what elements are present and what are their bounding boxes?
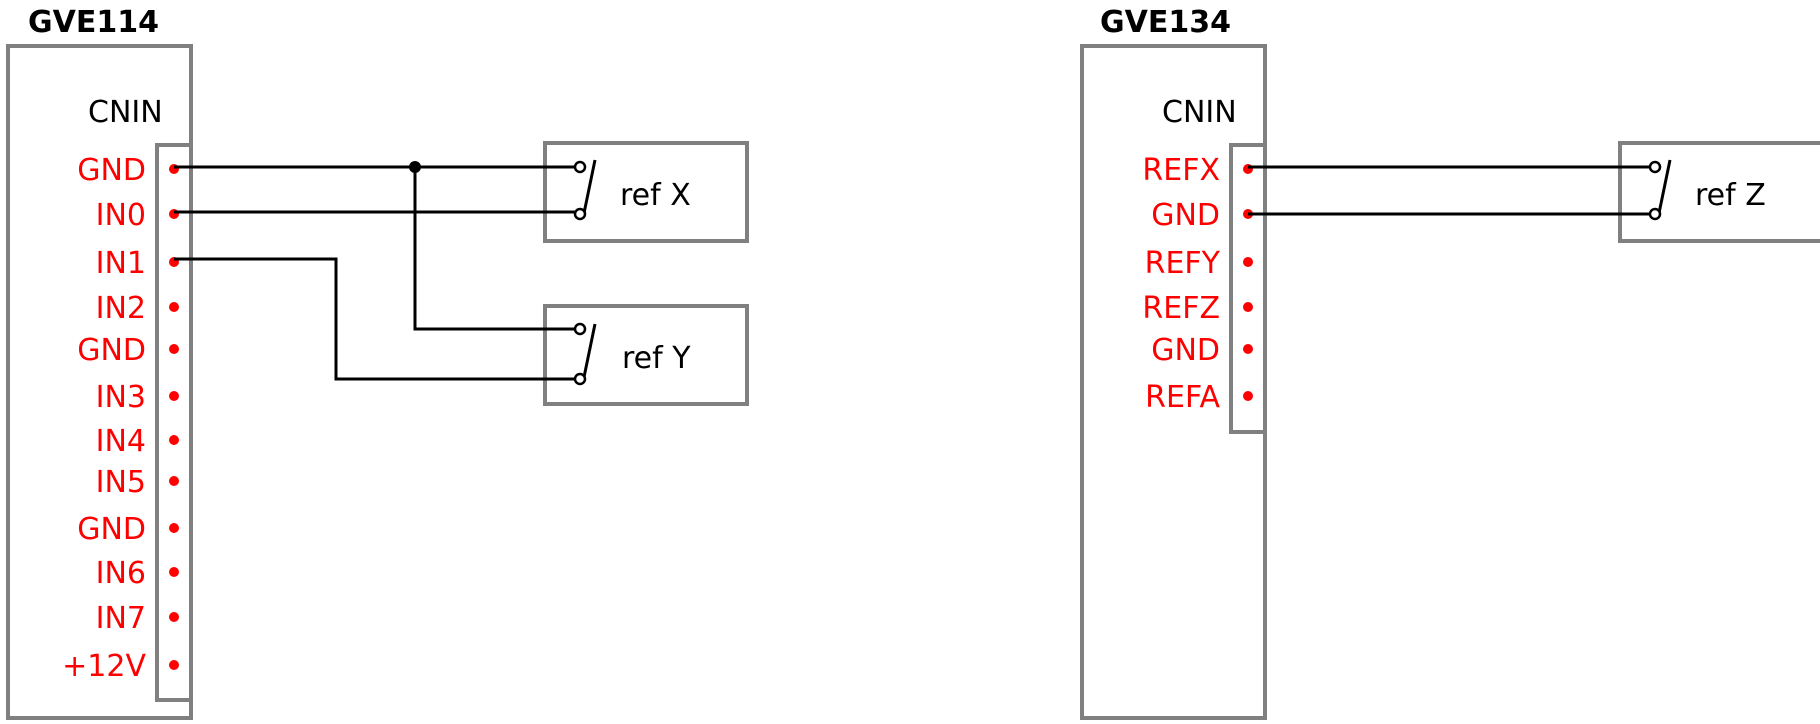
board-gve114: GVE114 CNIN GNDIN0IN1IN2GNDIN3IN4IN5GNDI… — [6, 5, 193, 720]
switch-contact — [1648, 160, 1662, 174]
pin-terminal — [1243, 344, 1253, 354]
pin-label: IN3 — [96, 380, 146, 415]
wire-gnd-ref-y — [413, 167, 575, 331]
pin-label: GND — [1151, 198, 1220, 233]
switch-contact — [573, 207, 587, 221]
switch-ref-y: ref Y — [543, 304, 749, 406]
pin-label: GND — [77, 512, 146, 547]
wire-in1-ref-y — [174, 257, 575, 381]
connector-block — [155, 143, 193, 702]
switch-label: ref Y — [622, 341, 691, 376]
switch-contact — [573, 372, 587, 386]
pin-label: +12V — [62, 649, 146, 684]
pin-label: IN0 — [96, 198, 146, 233]
pin-terminal — [169, 391, 179, 401]
pin-terminal — [1243, 257, 1253, 267]
pin-terminal — [169, 476, 179, 486]
pin-terminal — [169, 344, 179, 354]
pin-label: GND — [1151, 333, 1220, 368]
pin-terminal — [169, 302, 179, 312]
pin-list: REFX GND REFY REFZ GND REFA — [1142, 153, 1253, 415]
switch-box — [543, 141, 749, 243]
pin-label: REFZ — [1142, 291, 1220, 326]
pin-label: GND — [77, 333, 146, 368]
switch-contact — [573, 160, 587, 174]
pin-label: IN6 — [96, 556, 146, 591]
switch-blade — [581, 323, 597, 383]
connector-label: CNIN — [1162, 95, 1237, 130]
connector-block — [1229, 143, 1267, 434]
pin-terminal — [1243, 302, 1253, 312]
switch-label: ref Z — [1695, 178, 1766, 213]
pin-terminal — [169, 660, 179, 670]
connector-label: CNIN — [88, 95, 163, 130]
pin-label: REFA — [1145, 380, 1220, 415]
pin-terminal — [169, 435, 179, 445]
switch-box — [1618, 141, 1820, 243]
switch-blade — [1656, 159, 1672, 219]
switch-ref-z: ref Z — [1618, 141, 1820, 243]
pin-label: IN4 — [96, 424, 146, 459]
pin-terminal — [169, 523, 179, 533]
pin-terminal — [1243, 391, 1253, 401]
pin-terminal — [169, 612, 179, 622]
switch-label: ref X — [620, 178, 691, 213]
wires — [174, 161, 1650, 381]
wire-junction — [409, 161, 421, 173]
board-title: GVE134 — [1100, 5, 1231, 40]
switch-blade — [581, 159, 597, 219]
board-gve134: GVE134 CNIN REFX GND REFY REFZ GND REFA — [1080, 5, 1267, 720]
pin-label: IN7 — [96, 601, 146, 636]
pin-terminal — [169, 567, 179, 577]
pin-label: IN2 — [96, 291, 146, 326]
pin-label: GND — [77, 153, 146, 188]
pin-label: REFX — [1142, 153, 1220, 188]
switch-ref-x: ref X — [543, 141, 749, 243]
board-title: GVE114 — [28, 5, 159, 40]
pin-label: REFY — [1145, 246, 1221, 281]
switch-contact — [573, 322, 587, 336]
pin-label: IN1 — [96, 246, 146, 281]
pin-label: IN5 — [96, 465, 146, 500]
switch-contact — [1648, 207, 1662, 221]
switch-box — [543, 304, 749, 406]
